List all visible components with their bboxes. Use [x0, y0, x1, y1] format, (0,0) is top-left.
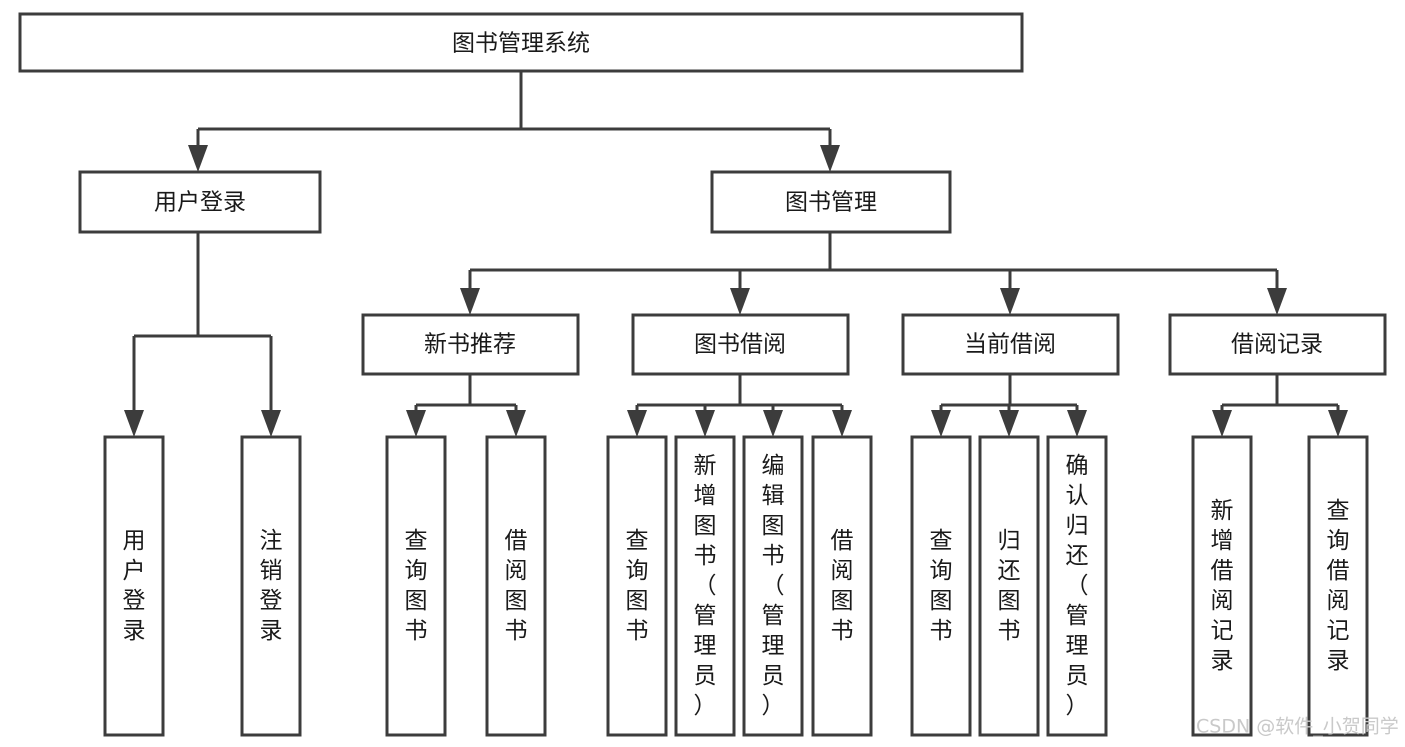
connector-group-records — [1212, 374, 1348, 437]
node-bookmgmt-label: 图书管理 — [785, 190, 877, 216]
node-login-label: 用户登录 — [154, 190, 246, 216]
node-leaf-9-label: 查询图书 — [930, 528, 953, 644]
node-leaf-5[interactable]: 查询图书 — [606, 435, 668, 737]
node-leaf-10[interactable]: 归还图书 — [978, 435, 1040, 737]
csdn-watermark: CSDN @软件_小贺同学 — [1196, 716, 1399, 738]
node-leaf-8-label: 借阅图书 — [831, 528, 854, 644]
node-leaf-12-box[interactable] — [1191, 435, 1253, 737]
node-borrow-box[interactable] — [631, 313, 850, 376]
node-leaf-1[interactable]: 用户登录 — [103, 435, 165, 737]
node-leaf-7-label: 编辑图书（管理员） — [762, 453, 785, 719]
connector-group-newbook — [406, 374, 526, 437]
arrow-head-root-to-login — [188, 145, 208, 172]
node-leaf-12[interactable]: 新增借阅记录 — [1191, 435, 1253, 737]
arrow-head-records-leaf-13 — [1328, 410, 1348, 437]
node-leaf-11-label: 确认归还（管理员） — [1066, 453, 1089, 719]
node-leaf-6-box[interactable] — [674, 435, 736, 737]
node-login[interactable]: 用户登录 — [78, 170, 322, 234]
arrow-head-borrow-leaf-5 — [627, 410, 647, 437]
arrow-head-borrow-leaf-7 — [763, 410, 783, 437]
node-leaf-3-box[interactable] — [385, 435, 447, 737]
arrow-head-borrow-leaf-8 — [832, 410, 852, 437]
connector-group-login — [124, 232, 281, 437]
arrow-head-bookmgmt-newbook — [460, 288, 480, 315]
node-current[interactable]: 当前借阅 — [901, 313, 1120, 376]
connector-group-current — [931, 374, 1087, 437]
node-bookmgmt-box[interactable] — [710, 170, 952, 234]
node-leaf-10-label: 归还图书 — [998, 528, 1021, 644]
node-root[interactable]: 图书管理系统 — [18, 12, 1024, 73]
arrow-head-newbook-leaf-4 — [506, 410, 526, 437]
node-leaf-9[interactable]: 查询图书 — [910, 435, 972, 737]
arrow-head-borrow-leaf-6 — [695, 410, 715, 437]
node-leaf-12-label: 新增借阅记录 — [1211, 498, 1234, 674]
node-records[interactable]: 借阅记录 — [1168, 313, 1387, 376]
arrow-head-login-leaf-2 — [261, 410, 281, 437]
node-leaf-13-box[interactable] — [1307, 435, 1369, 737]
arrow-head-bookmgmt-current — [1000, 288, 1020, 315]
connector-group-root — [188, 71, 840, 172]
connector-group-bookmgmt — [460, 232, 1287, 315]
node-leaf-5-label: 查询图书 — [626, 528, 649, 644]
node-bookmgmt[interactable]: 图书管理 — [710, 170, 952, 234]
node-root-box[interactable] — [18, 12, 1024, 73]
node-current-box[interactable] — [901, 313, 1120, 376]
node-leaf-11-box[interactable] — [1046, 435, 1108, 737]
node-leaf-1-box[interactable] — [103, 435, 165, 737]
node-records-box[interactable] — [1168, 313, 1387, 376]
node-newbook[interactable]: 新书推荐 — [361, 313, 580, 376]
node-leaf-8-box[interactable] — [811, 435, 873, 737]
node-leaf-2[interactable]: 注销登录 — [240, 435, 302, 737]
arrow-head-bookmgmt-records — [1267, 288, 1287, 315]
arrow-head-bookmgmt-borrow — [730, 288, 750, 315]
node-leaf-7[interactable]: 编辑图书（管理员） — [742, 435, 804, 737]
node-current-label: 当前借阅 — [964, 332, 1056, 358]
node-leaf-13[interactable]: 查询借阅记录 — [1307, 435, 1369, 737]
node-root-label: 图书管理系统 — [452, 31, 590, 57]
node-leaf-10-box[interactable] — [978, 435, 1040, 737]
node-leaf-11[interactable]: 确认归还（管理员） — [1046, 435, 1108, 737]
arrow-head-login-leaf-1 — [124, 410, 144, 437]
node-records-label: 借阅记录 — [1231, 332, 1323, 358]
node-leaf-3-label: 查询图书 — [405, 528, 428, 644]
arrow-head-records-leaf-12 — [1212, 410, 1232, 437]
arrow-head-current-leaf-9 — [931, 410, 951, 437]
node-leaf-9-box[interactable] — [910, 435, 972, 737]
arrow-head-newbook-leaf-3 — [406, 410, 426, 437]
node-newbook-label: 新书推荐 — [424, 332, 516, 358]
connector-group-borrow — [627, 374, 852, 437]
node-borrow-label: 图书借阅 — [694, 332, 786, 358]
arrow-head-current-leaf-10 — [999, 410, 1019, 437]
node-leaf-2-label: 注销登录 — [260, 528, 283, 644]
node-leaf-4-box[interactable] — [485, 435, 547, 737]
node-leaf-5-box[interactable] — [606, 435, 668, 737]
arrow-head-current-leaf-11 — [1067, 410, 1087, 437]
node-leaf-8[interactable]: 借阅图书 — [811, 435, 873, 737]
node-leaf-4[interactable]: 借阅图书 — [485, 435, 547, 737]
node-leaf-6-label: 新增图书（管理员） — [694, 453, 717, 719]
node-leaf-6[interactable]: 新增图书（管理员） — [674, 435, 736, 737]
arrow-head-root-to-bookmgmt — [820, 145, 840, 172]
node-newbook-box[interactable] — [361, 313, 580, 376]
node-leaf-7-box[interactable] — [742, 435, 804, 737]
node-leaf-2-box[interactable] — [240, 435, 302, 737]
node-leaf-13-label: 查询借阅记录 — [1327, 498, 1350, 674]
node-borrow[interactable]: 图书借阅 — [631, 313, 850, 376]
node-login-box[interactable] — [78, 170, 322, 234]
node-leaf-3[interactable]: 查询图书 — [385, 435, 447, 737]
node-leaf-4-label: 借阅图书 — [505, 528, 528, 644]
node-leaf-1-label: 用户登录 — [123, 528, 146, 644]
